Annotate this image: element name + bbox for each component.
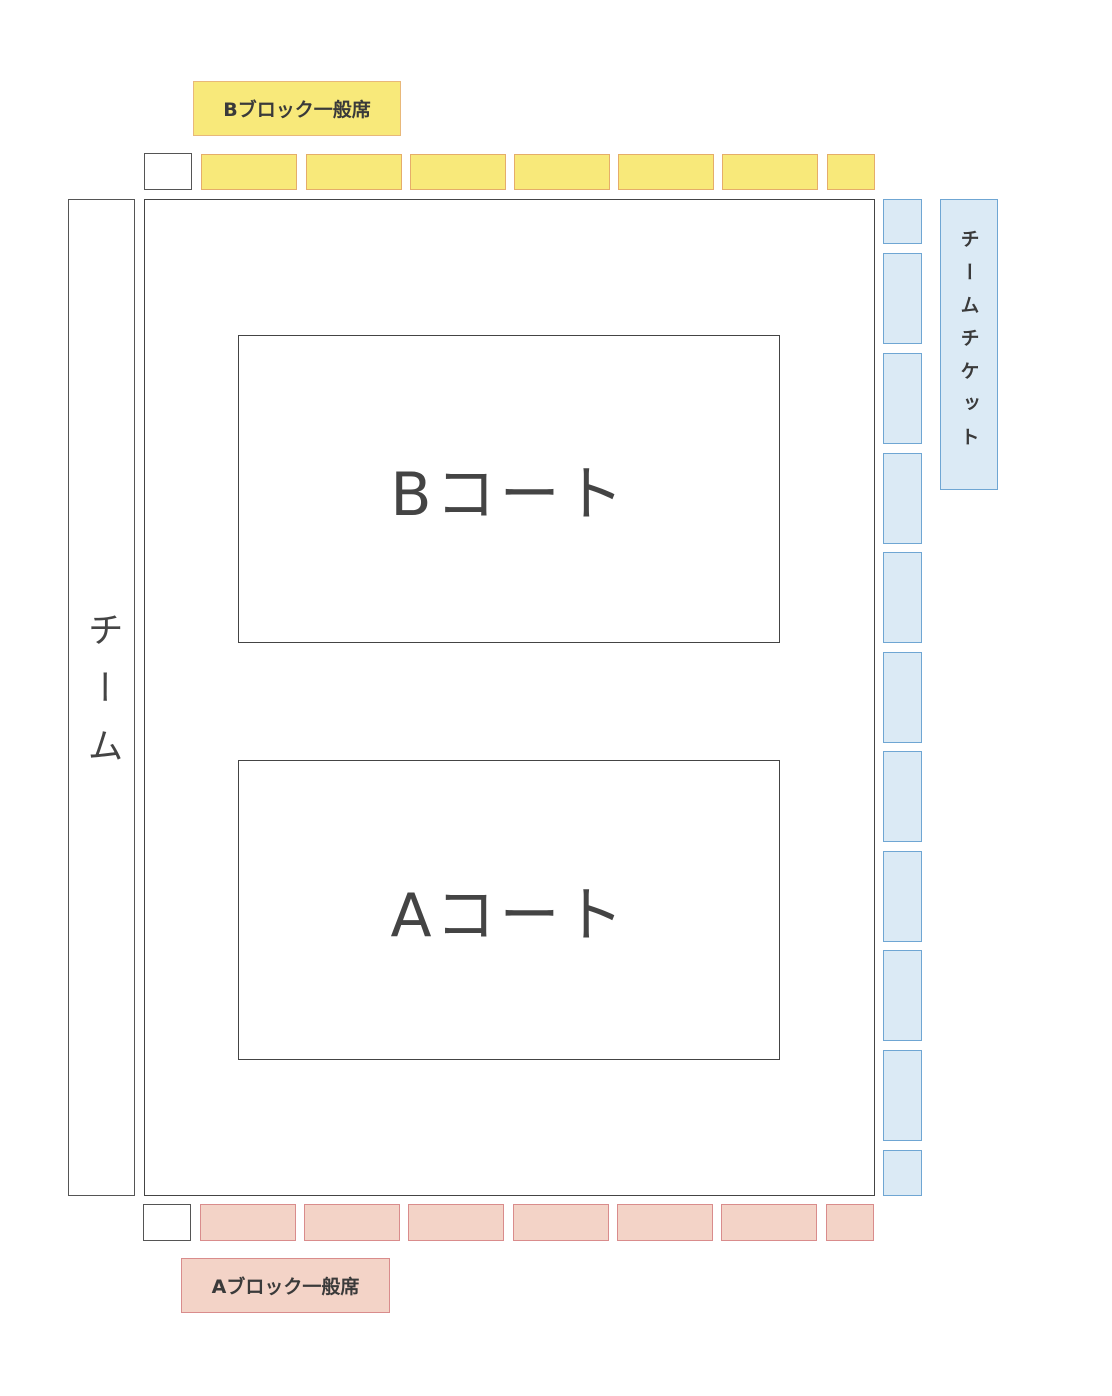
team-ticket-seat — [883, 453, 922, 544]
b-block-general-seating-label: Bブロック一般席 — [193, 81, 401, 136]
b-block-seat — [201, 154, 297, 190]
a-block-seat — [617, 1204, 713, 1241]
team-ticket-label: チームチケット — [957, 229, 980, 460]
a-block-label-text: Aブロック一般席 — [211, 1276, 360, 1298]
top-left-corner-seat — [144, 153, 192, 190]
b-court-label: Bコート — [390, 459, 628, 530]
team-ticket-seat — [883, 652, 922, 743]
bottom-left-corner-seat — [143, 1204, 191, 1241]
a-block-seat — [721, 1204, 817, 1241]
team-ticket-seat — [883, 751, 922, 842]
b-block-seat — [514, 154, 610, 190]
team-ticket-seat — [883, 1050, 922, 1141]
team-area: チーム — [68, 199, 135, 1196]
team-area-label: チーム — [81, 610, 123, 785]
team-ticket-label-box: チームチケット — [940, 199, 998, 490]
a-block-seat — [826, 1204, 874, 1241]
team-ticket-seat — [883, 1150, 922, 1196]
b-block-seat — [410, 154, 506, 190]
a-block-general-seating-label: Aブロック一般席 — [181, 1258, 390, 1313]
a-block-seat — [304, 1204, 400, 1241]
b-block-seat — [827, 154, 875, 190]
team-ticket-seat — [883, 851, 922, 942]
a-block-seat — [200, 1204, 296, 1241]
a-court-label: Aコート — [390, 880, 628, 951]
b-court: Bコート — [238, 335, 780, 643]
team-ticket-seat — [883, 253, 922, 344]
b-block-seat — [618, 154, 714, 190]
a-block-seat — [408, 1204, 504, 1241]
team-ticket-seat — [883, 353, 922, 444]
team-ticket-seat — [883, 199, 922, 244]
b-block-seat — [306, 154, 402, 190]
a-court: Aコート — [238, 760, 780, 1060]
a-block-seat — [513, 1204, 609, 1241]
b-block-label-text: Bブロック一般席 — [223, 99, 371, 121]
team-ticket-seat — [883, 552, 922, 643]
b-block-seat — [722, 154, 818, 190]
team-ticket-seat — [883, 950, 922, 1041]
